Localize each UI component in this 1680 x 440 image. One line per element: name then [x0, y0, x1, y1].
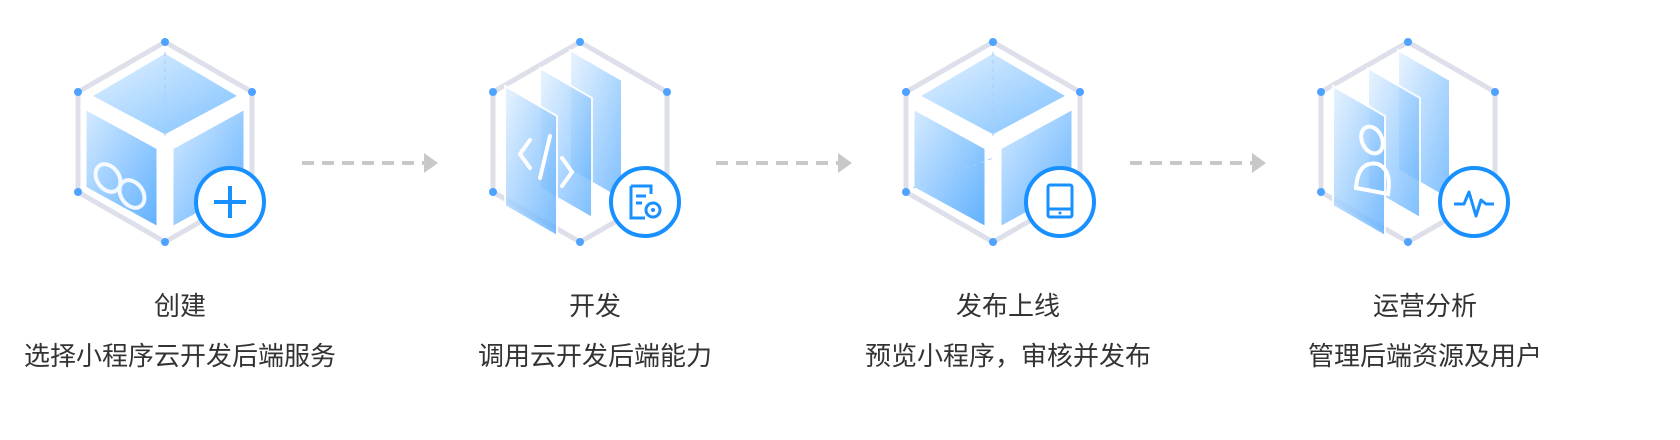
step-title: 发布上线: [955, 292, 1060, 322]
cube-illustration: [74, 38, 266, 246]
layers-illustration: [1317, 38, 1510, 246]
code-icon: [517, 134, 575, 188]
document-gear-icon: [609, 166, 681, 238]
plus-icon: [194, 166, 266, 238]
user-icon: [1353, 124, 1391, 197]
step-title: 运营分析: [1372, 292, 1477, 322]
step-description: 管理后端资源及用户: [1307, 342, 1542, 372]
layers-illustration: [489, 38, 681, 246]
step-description: 预览小程序，审核并发布: [864, 342, 1151, 372]
step-description: 选择小程序云开发后端服务: [23, 342, 336, 372]
tablet-icon: [1024, 166, 1096, 238]
pulse-icon: [1438, 166, 1510, 238]
step-title: 创建: [153, 292, 206, 322]
step-description: 调用云开发后端能力: [477, 342, 712, 372]
arrow-right-icon: [302, 153, 438, 173]
infinity-icon: [93, 162, 147, 210]
cube-illustration: [902, 38, 1096, 246]
arrow-right-icon: [1130, 153, 1266, 173]
arrow-right-icon: [716, 153, 852, 173]
step-title: 开发: [568, 292, 621, 322]
